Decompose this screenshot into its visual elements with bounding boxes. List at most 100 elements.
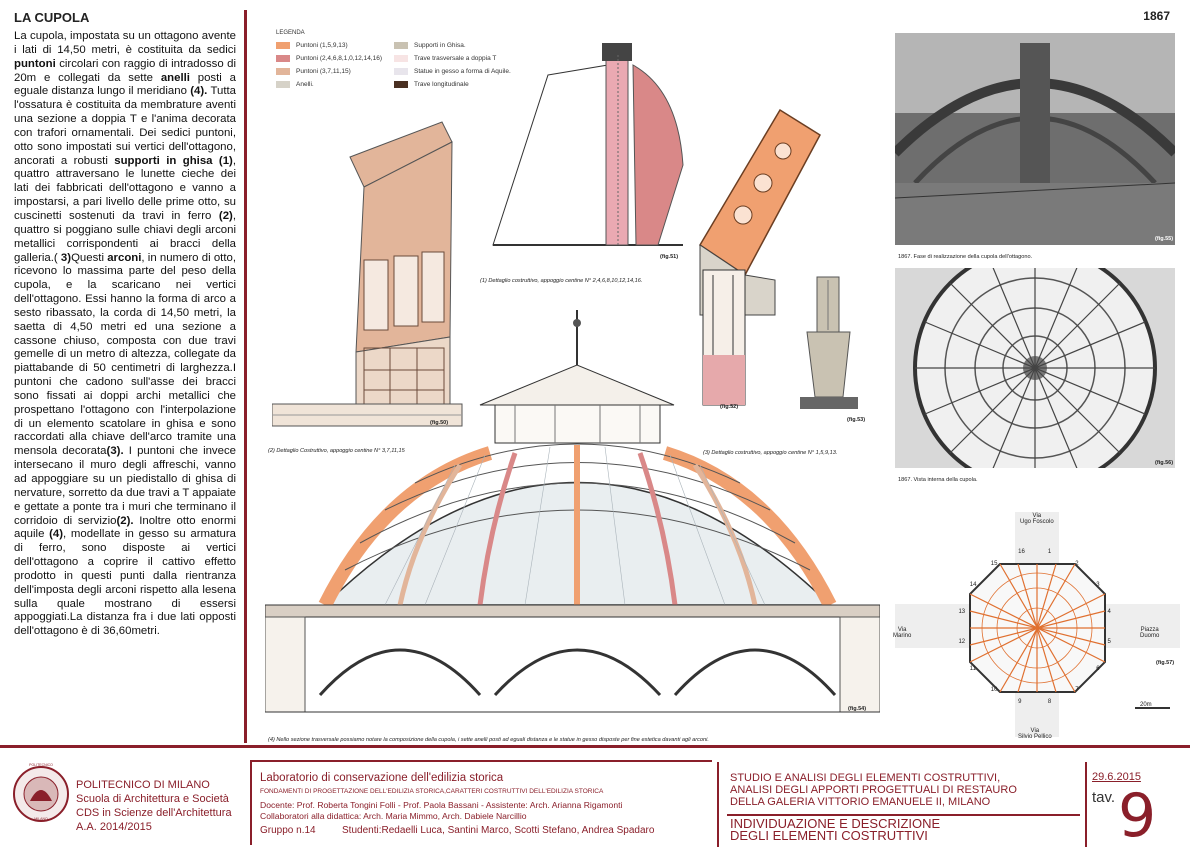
body-text-run: , in numero di otto, ricevono lo massima…	[14, 251, 236, 458]
legend-swatch	[276, 68, 290, 75]
seal-text-bottom: MILANO	[34, 817, 48, 821]
plan-rib-number: 14	[969, 581, 977, 588]
body-text-run: posti a eguale distanza lungo il meridia…	[14, 71, 236, 98]
fig50-label: (fig.50)	[430, 420, 449, 426]
photo1-caption: 1867. Fase di realizzazione della cupola…	[898, 254, 1033, 260]
dome-lantern	[479, 310, 675, 444]
legend-item: Puntoni (2,4,6,8,1,0,12,14,16)	[276, 55, 394, 62]
footer-course-program: CDS in Scienze dell'Architettura	[76, 807, 232, 819]
fig51-column-cap	[602, 43, 632, 61]
plan-rib-number: 8	[1047, 698, 1052, 705]
body-text-bold-run: 3)	[60, 251, 72, 264]
fig50-panel-1	[363, 259, 389, 331]
footer-study-3: DELLA GALERIA VITTORIO EMANUELE II, MILA…	[730, 796, 991, 808]
fig52-label: (fig.52)	[720, 404, 739, 410]
section-title: LA CUPOLA	[14, 10, 90, 25]
footer-school: Scuola di Architettura e Società	[76, 793, 229, 805]
body-text: La cupola, impostata su un ottagono aven…	[14, 30, 236, 639]
fig53-cast-iron-support	[800, 276, 858, 409]
plan-rib-number: 4	[1107, 609, 1111, 616]
dome-drum-band	[265, 604, 880, 618]
footer-collaborators: Collaboratori alla didattica: Arch. Mari…	[260, 811, 527, 821]
plan-rib-number: 10	[990, 687, 998, 694]
footer-teachers: Docente: Prof. Roberta Tongini Folli - P…	[260, 800, 623, 810]
footer-tav-number: 9	[1118, 781, 1157, 851]
plan-rib-number: 5	[1107, 638, 1111, 645]
plan-street-east: Piazza Duomo	[1140, 627, 1160, 639]
university-seal	[13, 766, 69, 822]
legend-item: Supporti in Ghisa.	[394, 42, 524, 49]
body-text-run: Tutta l'ossatura è costituita da membrat…	[14, 85, 237, 167]
body-text-bold-run: (4)	[49, 528, 64, 541]
legend-swatch	[276, 55, 290, 62]
legend-title: LEGENDA	[276, 30, 305, 36]
legend-item: Trave longitudinale	[394, 81, 524, 88]
footer-study-1: STUDIO E ANALISI DEGLI ELEMENTI COSTRUTT…	[730, 772, 1001, 784]
footer-ident-2: DEGLI ELEMENTI COSTRUTTIVI	[730, 828, 928, 843]
footer-tav-label: tav.	[1092, 789, 1116, 806]
plan-rib-number: 12	[958, 638, 966, 645]
body-text-run: circolari con raggio di intradosso di 20…	[14, 57, 236, 84]
legend-item: Anelli.	[276, 81, 394, 88]
fig50-panel-2	[393, 255, 419, 327]
plan-rib-number: 15	[990, 560, 998, 567]
footer-date: 29.6.2015	[1092, 771, 1141, 783]
dome-orange-rim-right	[662, 446, 837, 609]
plan-rib-number: 3	[1096, 581, 1100, 588]
fig52-bracket-drawing	[698, 108, 821, 406]
body-text-run: , quattro si poggiano sulle chiavi degli…	[14, 209, 236, 264]
photo-dome-interior	[895, 268, 1175, 468]
footer-divider-3	[1085, 762, 1087, 847]
plan-rib-number: 11	[969, 666, 977, 673]
footer-mid-rule	[727, 814, 1080, 816]
body-text-run: , modellate in gesso su armatura di ferr…	[14, 528, 236, 638]
legend-swatch	[276, 42, 290, 49]
body-text-run: Inoltre otto enormi aquile	[14, 514, 236, 541]
fig50-pier-drawing	[272, 121, 463, 427]
legend-label: Supporti in Ghisa.	[414, 42, 466, 49]
legend-label: Statue in gesso a forma di Aquile.	[414, 68, 511, 75]
legend-label: Puntoni (3,7,11,15)	[296, 68, 351, 75]
legend-swatch	[394, 81, 408, 88]
fig51-label: (fig.51)	[660, 254, 679, 260]
plan-scale: 20m	[1140, 702, 1152, 708]
body-text-bold-run: (4).	[190, 85, 208, 98]
plan-rib-number: 1	[1047, 549, 1052, 556]
footer-study-2: ANALISI DEGLI APPORTI PROGETTUALI DI RES…	[730, 784, 1017, 796]
plan-street-west: Via Marino	[893, 627, 912, 639]
legend-swatch	[394, 68, 408, 75]
column-divider	[244, 10, 247, 743]
fig55-label: (fig.55)	[1155, 236, 1174, 242]
fig51-caption: (1) Dettaglio costruttivo, appoggio cent…	[480, 278, 643, 284]
body-text-run: I puntoni che invece intersecano il muro…	[14, 445, 236, 527]
arch-3	[673, 648, 837, 696]
footer-divider-2	[717, 762, 719, 847]
body-text-run: Questi	[71, 251, 108, 264]
legend-label: Puntoni (1,5,9,13)	[296, 42, 348, 49]
footer-group: Gruppo n.14	[260, 825, 316, 836]
footer-lab-title: Laboratorio di conservazione dell'ediliz…	[260, 772, 504, 784]
legend-item: Puntoni (1,5,9,13)	[276, 42, 394, 49]
body-text-bold-run: (2).	[116, 514, 134, 527]
plan-rib-number: 7	[1075, 687, 1079, 694]
arch-1	[318, 648, 482, 696]
footer-ident-1: INDIVIDUAZIONE E DESCRIZIONE	[730, 816, 941, 831]
legend-item: Puntoni (3,7,11,15)	[276, 68, 394, 75]
fig54-caption: (4) Nello sezione trasversale possiamo n…	[268, 737, 709, 743]
legend-label: Puntoni (2,4,6,8,1,0,12,14,16)	[296, 55, 383, 62]
fig51-pink-rib	[632, 64, 684, 246]
legend: LEGENDA Puntoni (1,5,9,13) Supporti in Gh…	[276, 30, 536, 88]
photo2-caption: 1867. Vista interna della cupola.	[898, 477, 978, 483]
body-text-bold-run: (2)	[218, 209, 233, 222]
body-text-bold-run: supporti in ghisa (1)	[114, 154, 233, 167]
plan-rib-number: 9	[1018, 698, 1022, 705]
legend-swatch	[276, 81, 290, 88]
fig51-support-drawing	[492, 43, 684, 246]
legend-label: Trave trasversale a doppia T	[414, 55, 497, 62]
plan-street-north: Via Ugo Foscolo	[1020, 513, 1054, 525]
footer-university: POLITECNICO DI MILANO	[76, 779, 210, 791]
fig54-label: (fig.54)	[848, 706, 867, 712]
footer-lab-subtitle: FONDAMENTI DI PROGETTAZIONE DELL'EDILIZI…	[260, 788, 604, 795]
photo-construction	[895, 33, 1175, 245]
fig57-label: (fig.57)	[1156, 660, 1175, 666]
